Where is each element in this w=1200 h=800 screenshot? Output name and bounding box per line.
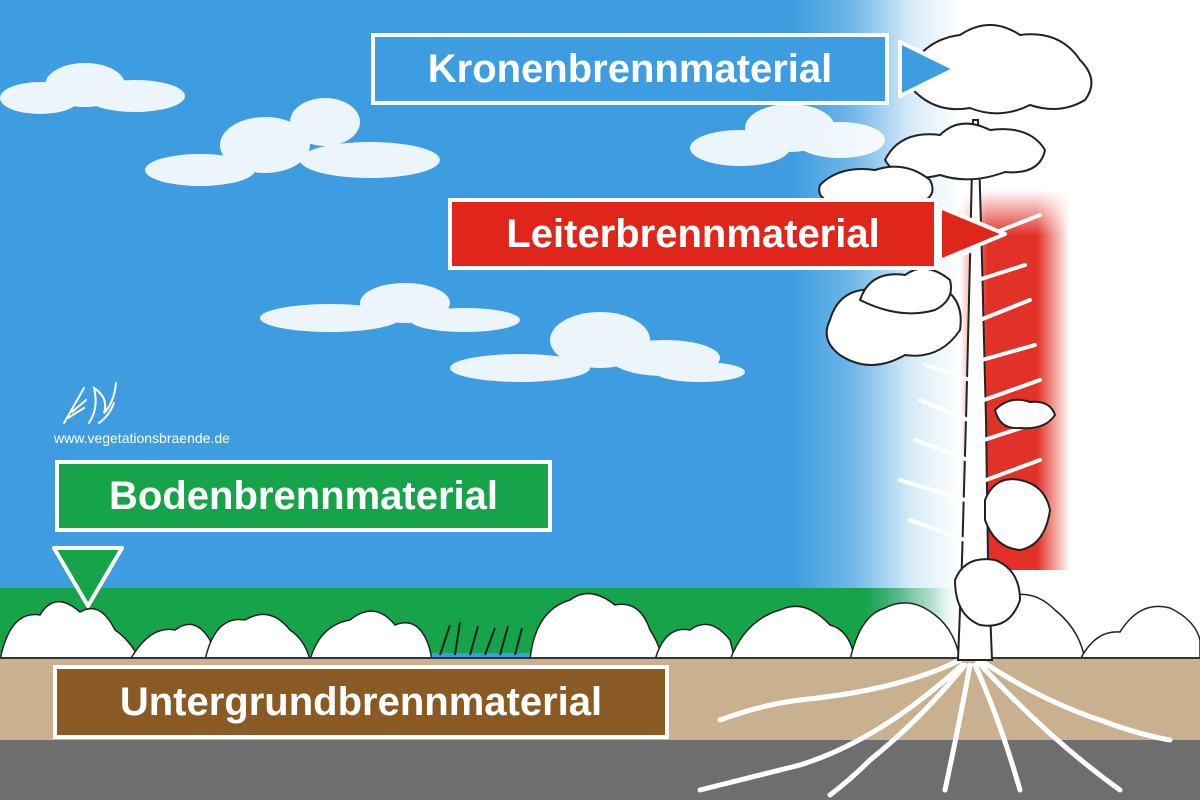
ground-fuel-label: Bodenbrennmaterial — [55, 460, 552, 532]
cloud — [0, 63, 185, 114]
website-url: www.vegetationsbraende.de — [54, 430, 230, 446]
right-triangle-arrow-icon — [898, 40, 957, 98]
cloud — [690, 104, 885, 166]
dry-grass — [439, 621, 523, 656]
cloud — [145, 98, 440, 186]
dead-branches — [898, 213, 1042, 542]
tree-roots — [697, 657, 1173, 798]
ladder-fuel-label: Leiterbrennmaterial — [448, 198, 938, 270]
cloud — [450, 312, 745, 382]
underground-fuel-label: Untergrundbrennmaterial — [53, 665, 669, 739]
crown-fuel-label: Kronenbrennmaterial — [371, 33, 889, 105]
tree-crown — [818, 24, 1093, 627]
cloud — [260, 283, 520, 332]
down-triangle-arrow-icon — [52, 546, 124, 608]
flame-tree-icon — [63, 382, 117, 424]
clouds — [0, 63, 885, 382]
deep-soil-layer — [0, 740, 1200, 800]
right-triangle-arrow-icon — [938, 205, 1007, 263]
